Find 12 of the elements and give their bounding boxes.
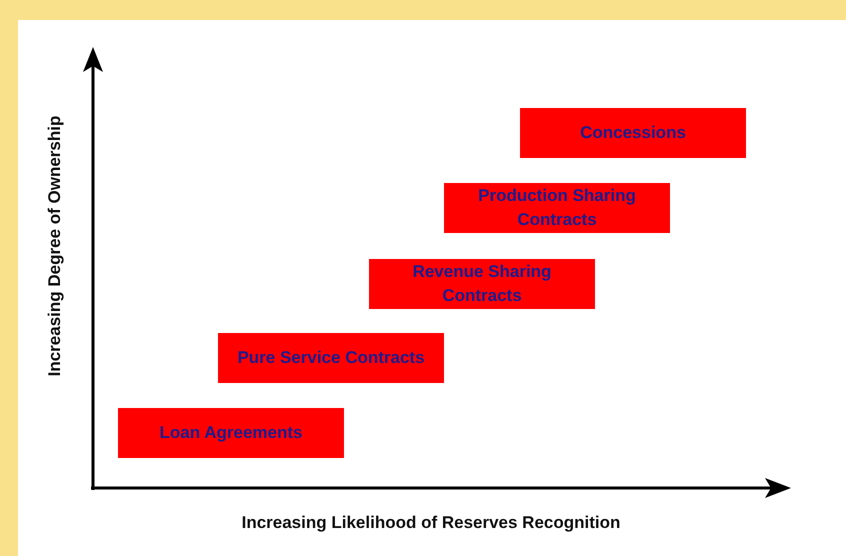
contract-box bbox=[118, 408, 344, 458]
x-axis-title: Increasing Likelihood of Reserves Recognition bbox=[242, 513, 620, 533]
contract-type: Production Sharing Contracts bbox=[477, 185, 637, 231]
contract-box bbox=[444, 183, 670, 233]
contract-type: Revenue Sharing Contracts bbox=[412, 261, 552, 307]
contract-type: Concessions bbox=[580, 122, 686, 144]
contract-box bbox=[520, 108, 746, 158]
contract-type: Pure Service Contracts bbox=[237, 347, 425, 369]
contract-box bbox=[218, 333, 444, 383]
contract-box bbox=[369, 259, 595, 309]
contract-type: Loan Agreements bbox=[160, 422, 302, 444]
y-axis-title: Increasing Degree of Ownership bbox=[45, 116, 65, 376]
